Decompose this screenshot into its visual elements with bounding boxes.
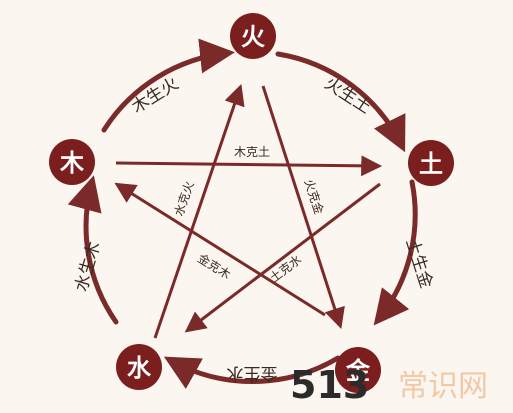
arc-earth-metal — [373, 179, 418, 326]
node-water-label: 水 — [127, 354, 152, 382]
node-fire-label: 火 — [241, 23, 265, 51]
watermark-number: 513 — [290, 363, 369, 407]
node-wood-label: 木 — [59, 149, 85, 177]
arc-metal-water — [163, 355, 341, 389]
node-earth: 土 — [408, 140, 454, 186]
node-water: 水 — [116, 344, 162, 390]
controlling-star — [114, 84, 383, 339]
watermark: 513 常识网 — [290, 363, 488, 407]
star-wood-earth — [115, 155, 383, 177]
node-earth-circle — [408, 140, 454, 186]
label-fire-metal: 火克金 — [302, 177, 327, 216]
arc-wood-fire — [101, 38, 235, 133]
node-metal-label: 金 — [345, 357, 371, 385]
label-water-fire: 水克火 — [172, 179, 197, 218]
label-water-wood: 水生木 — [72, 239, 105, 294]
label-metal-water: 金生水 — [227, 363, 278, 383]
star-fire-metal — [261, 85, 345, 329]
node-metal: 金 — [335, 347, 381, 393]
label-wood-earth: 木克土 — [234, 145, 270, 159]
node-fire: 火 — [230, 13, 276, 59]
node-metal-circle — [335, 347, 381, 393]
star-metal-wood — [114, 182, 326, 317]
node-wood-circle — [49, 139, 95, 185]
watermark-text: 常识网 — [398, 369, 488, 404]
node-wood: 木 — [49, 139, 95, 185]
node-water-circle — [116, 344, 162, 390]
arc-fire-earth — [275, 51, 406, 153]
node-fire-circle — [230, 13, 276, 59]
arc-water-wood — [67, 175, 119, 325]
generating-cycle — [67, 38, 418, 389]
node-earth-label: 土 — [419, 150, 443, 178]
star-water-fire — [153, 84, 245, 339]
star-earth-water — [184, 182, 381, 333]
